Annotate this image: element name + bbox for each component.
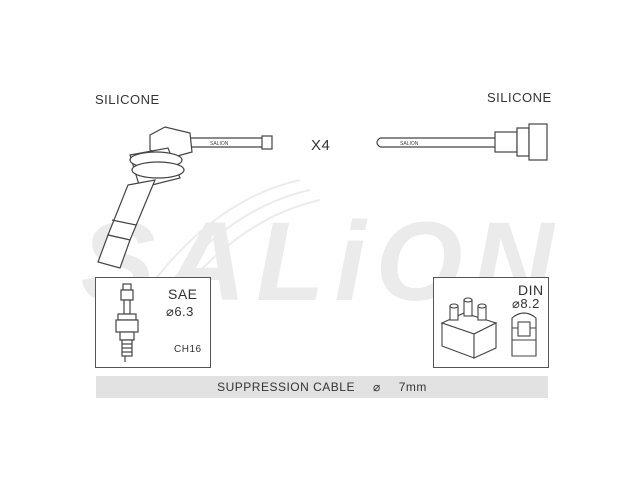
right-material-label: SILICONE — [487, 90, 552, 105]
suppression-cable-bar: SUPPRESSION CABLE ⌀ 7mm — [96, 376, 548, 398]
quantity-label: X4 — [311, 137, 331, 154]
spark-plug-icon — [115, 283, 139, 362]
sae-diameter: ⌀6.3 — [166, 304, 194, 319]
din-diameter: ⌀8.2 — [512, 296, 540, 311]
right-cable-marking: SALION — [400, 141, 419, 147]
diameter-symbol: ⌀ — [372, 380, 381, 394]
sae-label: SAE — [168, 286, 198, 302]
left-material-label: SILICONE — [95, 92, 160, 107]
coil-connector-icon — [440, 297, 537, 359]
spark-plug-box: SAE ⌀6.3 CH16 — [95, 277, 211, 368]
coil-box: DIN ⌀8.2 — [433, 277, 549, 368]
right-cable-assembly: SALION — [376, 123, 548, 161]
suppression-label: SUPPRESSION CABLE — [217, 380, 355, 394]
left-cable-marking: SALION — [210, 141, 229, 147]
left-cable-assembly: SALION — [97, 126, 273, 269]
hex-size-label: CH16 — [174, 344, 202, 355]
din-label: DIN — [518, 282, 544, 298]
suppression-value: 7mm — [398, 380, 427, 394]
